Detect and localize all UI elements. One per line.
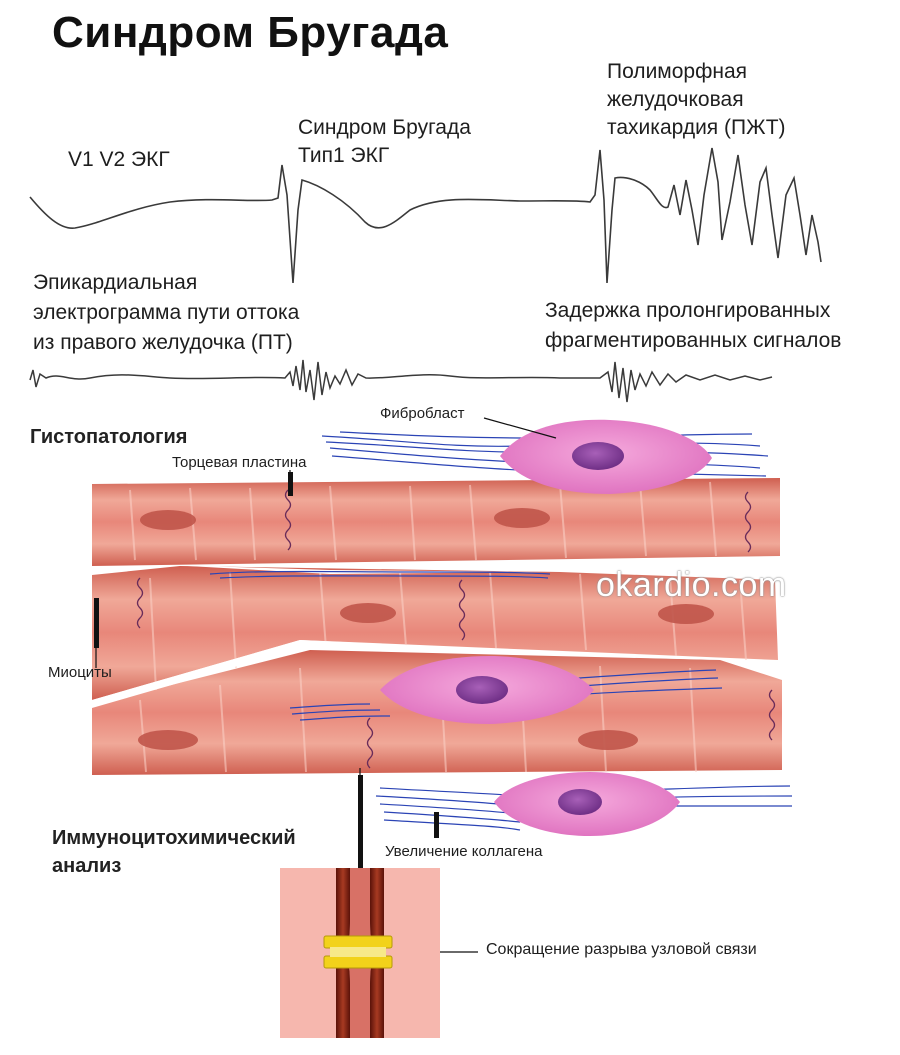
fibroblast-label: Фибробласт	[380, 405, 465, 422]
histopathology-heading: Гистопатология	[30, 426, 188, 448]
collagen-label: Увеличение коллагена	[385, 843, 543, 860]
end-plate-label: Торцевая пластина	[172, 454, 307, 471]
myocytes-label: Миоциты	[48, 664, 112, 681]
delay-label: Задержка пролонгированных фрагментирован…	[545, 296, 841, 356]
gap-junction-panel	[280, 868, 440, 1038]
brugada-ecg-label: Синдром Бругада Тип1 ЭКГ	[298, 114, 471, 170]
immuno-heading-line2: анализ	[52, 855, 122, 877]
watermark: okardio.com	[596, 566, 787, 604]
electrogram-label-line1: Эпикардиальная	[33, 271, 198, 294]
pvt-label: Полиморфная желудочковая тахикардия (ПЖТ…	[607, 58, 786, 142]
pvt-label-line2: желудочковая	[607, 88, 744, 111]
pvt-label-line1: Полиморфная	[607, 60, 748, 83]
brugada-ecg-label-line2: Тип1 ЭКГ	[298, 144, 390, 167]
delay-label-line2: фрагментированных сигналов	[545, 329, 842, 352]
intercalated-discs	[136, 489, 776, 769]
delay-label-line1: Задержка пролонгированных	[545, 299, 831, 322]
electrogram-trace	[29, 359, 773, 403]
electrogram-label-line2: электрограмма пути оттока	[33, 301, 300, 324]
gap-junction-label: Сокращение разрыва узловой связи	[486, 941, 757, 958]
brugada-ecg-label-line1: Синдром Бругада	[298, 116, 471, 139]
fibroblast-cell-3	[494, 772, 680, 836]
normal-ecg-label: V1 V2 ЭКГ	[68, 148, 170, 171]
myocyte-fibers	[92, 478, 782, 775]
pvt-label-line3: тахикардия (ПЖТ)	[607, 116, 786, 139]
fibroblast-cell-1	[500, 419, 712, 494]
ecg-trace	[29, 147, 822, 284]
page-title: Синдром Бругада	[52, 8, 449, 57]
immuno-heading-line1: Иммуноцитохимический	[52, 827, 296, 849]
electrogram-label-line3: из правого желудочка (ПТ)	[33, 331, 293, 354]
electrogram-label: Эпикардиальная электрограмма пути оттока…	[33, 268, 299, 358]
fibroblast-cell-2	[380, 656, 594, 724]
immuno-heading: Иммуноцитохимический анализ	[52, 824, 296, 880]
